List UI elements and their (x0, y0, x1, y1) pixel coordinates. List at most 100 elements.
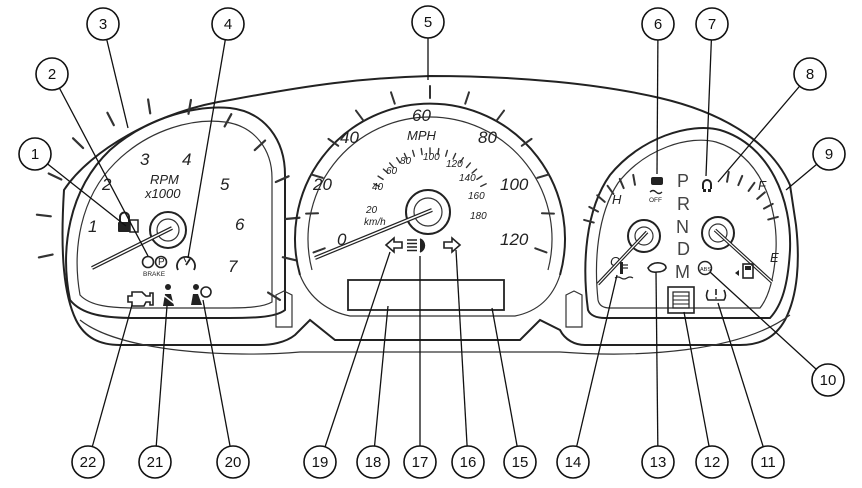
low-fuel-icon (735, 263, 754, 279)
mph-tick (520, 137, 533, 147)
tach-tick (35, 213, 52, 218)
right-mount-slot (565, 290, 583, 328)
fuel-hub-inner (708, 223, 728, 243)
kmh-tick (411, 149, 416, 157)
svg-text:14: 14 (565, 454, 582, 471)
mph-tick (327, 137, 340, 147)
kmh-label-80: 80 (400, 156, 412, 167)
kmh-label-100: 100 (423, 152, 440, 163)
tach-label-5: 5 (220, 175, 230, 194)
temp-hub-inner (634, 226, 654, 246)
callout-9: 9 (812, 137, 846, 171)
kmh-tick (452, 152, 457, 160)
callout-21: 21 (138, 445, 172, 479)
kmh-label-20: 20 (365, 205, 378, 216)
svg-text:2: 2 (48, 66, 56, 83)
airbag-icon (191, 284, 212, 305)
gear-n: N (676, 217, 689, 237)
brake-label: BRAKE (143, 271, 166, 278)
kmh-tick (476, 175, 483, 181)
fuel-tick (737, 174, 744, 187)
callout-4: 4 (211, 7, 245, 41)
fuel-tick (726, 170, 730, 183)
coolant-temperature-icon (614, 262, 634, 280)
mph-label-100: 100 (500, 175, 529, 194)
temp-tick (583, 218, 595, 224)
kmh-tick (373, 183, 380, 188)
tach-tick (274, 175, 290, 184)
callout-13: 13 (641, 445, 675, 479)
callout-20: 20 (216, 445, 250, 479)
traction-off-label: OFF (649, 197, 662, 204)
svg-text:10: 10 (820, 372, 837, 389)
temp-tick (588, 205, 600, 213)
cluster-lower-trim (79, 314, 791, 355)
callout-10: 10 (811, 363, 845, 397)
traction-control-off-icon: OFF (649, 177, 663, 204)
svg-text:16: 16 (460, 454, 477, 471)
high-beam-icon (407, 238, 426, 253)
kmh-tick (465, 162, 472, 169)
svg-text:19: 19 (312, 454, 329, 471)
svg-text:17: 17 (412, 454, 429, 471)
anti-theft-lock-icon (118, 211, 139, 233)
gear-r: R (677, 194, 690, 214)
temp-hot-label: H (612, 192, 622, 207)
temp-ticks (583, 173, 636, 224)
mph-tick (312, 247, 326, 254)
mph-tick (310, 173, 324, 179)
mph-label-20: 20 (312, 175, 332, 194)
tach-label-6: 6 (235, 215, 245, 234)
svg-text:11: 11 (760, 454, 776, 471)
fuel-tick (767, 215, 779, 221)
kmh-label-120: 120 (446, 159, 463, 170)
temp-tick (596, 194, 606, 203)
kmh-label-40: 40 (372, 182, 384, 193)
temp-hub-outer (627, 219, 661, 253)
tachometer: 1 2 3 4 5 6 7 RPM x1000 (35, 98, 301, 319)
speedometer-inner-bezel (307, 116, 553, 271)
kmh-tick (403, 152, 408, 160)
svg-text:8: 8 (806, 66, 814, 83)
mph-tick (495, 109, 506, 122)
callout-3: 3 (86, 7, 120, 41)
fuel-tick (762, 202, 774, 210)
kmh-tick (395, 157, 401, 164)
callout-6: 6 (641, 7, 675, 41)
callout-8: 8 (793, 57, 827, 91)
kmh-label-160: 160 (468, 191, 485, 202)
speed-control-icon (176, 256, 196, 271)
temp-cold-label: C (610, 254, 620, 269)
svg-text:4: 4 (224, 16, 232, 33)
svg-text:12: 12 (704, 454, 721, 471)
leader-lines (34, 22, 830, 463)
tach-hub-inner (156, 218, 180, 242)
kmh-unit: km/h (364, 217, 386, 228)
callout-12: 12 (695, 445, 729, 479)
kmh-tick (471, 168, 478, 174)
tach-tick (71, 137, 85, 150)
fuel-tick (747, 181, 756, 192)
tach-tick (106, 111, 115, 127)
temp-fuel-gauge: H C F E P R N D M (583, 126, 792, 319)
tach-label-1: 1 (88, 217, 97, 236)
tachometer-inner-bezel (76, 120, 273, 309)
tach-label-7: 7 (228, 257, 238, 276)
callout-19: 19 (303, 445, 337, 479)
speedometer-outer-bezel (294, 102, 566, 276)
left-turn-signal-icon (384, 236, 403, 254)
tire-pressure-icon (705, 289, 727, 301)
svg-text:3: 3 (99, 16, 107, 33)
mph-tick (536, 173, 550, 179)
tach-label-2: 2 (101, 175, 112, 194)
svg-text:P: P (158, 257, 165, 268)
tach-label-3: 3 (140, 150, 150, 169)
svg-text:9: 9 (825, 146, 833, 163)
svg-text:7: 7 (708, 16, 716, 33)
abs-warning-icon: ABS (697, 260, 713, 276)
mph-tick (389, 91, 396, 105)
mph-tick (464, 91, 471, 105)
callout-1: 1 (18, 137, 52, 171)
kmh-tick (388, 162, 395, 169)
